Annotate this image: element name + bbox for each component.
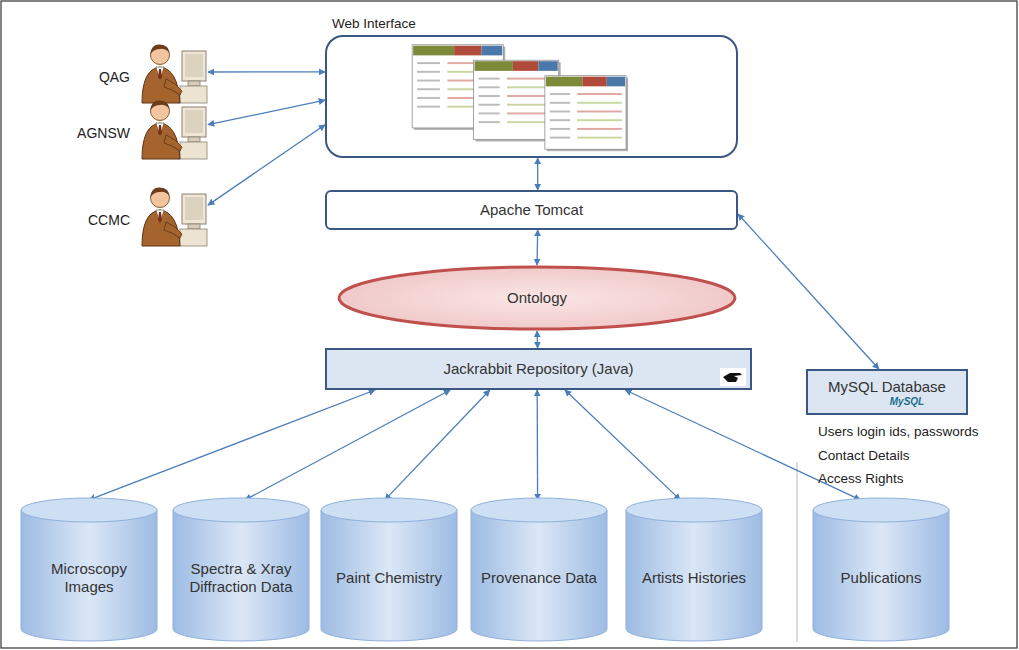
text-area: Provenance Data (470, 497, 608, 642)
connector-arrow (208, 71, 325, 72)
note-text: Access Rights (818, 471, 904, 486)
connector-arrow (738, 214, 879, 369)
user-figure: AGNSW (50, 95, 208, 161)
database-cylinder: Microscopy Images (20, 497, 158, 642)
person-icon (136, 39, 208, 105)
text-area: Spectra & Xray Diffraction Data (172, 497, 310, 642)
connector-arrow (537, 158, 538, 190)
ontology-ellipse: Ontology (337, 265, 737, 331)
box-label: MySQL Database (828, 378, 946, 396)
connector-arrow (208, 100, 325, 125)
text-area: Publications (812, 497, 950, 642)
text-area: Apache Tomcat (327, 192, 736, 228)
connector-arrow (565, 390, 680, 500)
database-cylinder: Paint Chemistry (320, 497, 458, 642)
text-area: Paint Chemistry (320, 497, 458, 642)
store-name: Artists Histories (642, 569, 746, 587)
database-cylinder: Provenance Data (470, 497, 608, 642)
database-cylinder: Spectra & Xray Diffraction Data (172, 497, 310, 642)
store-name: Paint Chemistry (336, 569, 442, 587)
store-name: Microscopy Images (30, 560, 148, 596)
separator-line (796, 462, 797, 642)
connector-arrow (537, 390, 539, 500)
database-cylinder: Artists Histories (625, 497, 763, 642)
connector-arrow (536, 230, 538, 265)
person-icon (136, 182, 208, 248)
text-area (327, 37, 736, 156)
logo-text: MySQL (890, 396, 924, 407)
store-name: Spectra & Xray Diffraction Data (182, 560, 300, 596)
person-icon (136, 95, 208, 161)
text-area: Jackrabbit Repository (Java) (327, 350, 750, 388)
repository-box: Jackrabbit Repository (Java) (325, 348, 752, 390)
user-label: QAG (99, 69, 130, 86)
web-screenshots (327, 37, 736, 156)
note-text: Users login ids, passwords (818, 424, 979, 439)
text-area: AGNSW (50, 95, 208, 161)
user-label: CCMC (88, 212, 130, 229)
database-cylinder: Publications (812, 497, 950, 642)
user-figure: QAG (52, 39, 208, 105)
text-area: QAG (52, 39, 208, 105)
hand-icon (720, 368, 746, 386)
database-box: MySQL DatabaseMySQL (806, 369, 968, 415)
text-area: Artists Histories (625, 497, 763, 642)
connector-arrow (208, 125, 325, 205)
store-name: Publications (841, 569, 922, 587)
server-box: Apache Tomcat (325, 190, 738, 230)
note-text: Contact Details (818, 448, 910, 463)
box-label: Jackrabbit Repository (Java) (443, 360, 633, 378)
box-heading: Web Interface (332, 16, 416, 32)
text-area: Ontology (337, 265, 737, 331)
user-figure: CCMC (52, 182, 208, 248)
user-label: AGNSW (77, 125, 130, 142)
box-label: Ontology (507, 289, 567, 307)
interface-box: Web Interface (325, 35, 738, 158)
connector-arrow (245, 390, 450, 500)
connector-arrow (385, 390, 490, 500)
text-area: CCMC (52, 182, 208, 248)
connector-arrow (536, 331, 538, 348)
text-area: MySQL DatabaseMySQL (808, 371, 966, 413)
store-name: Provenance Data (481, 569, 597, 587)
text-area: Microscopy Images (20, 497, 158, 642)
connector-arrow (89, 390, 375, 500)
box-label: Apache Tomcat (480, 201, 583, 219)
